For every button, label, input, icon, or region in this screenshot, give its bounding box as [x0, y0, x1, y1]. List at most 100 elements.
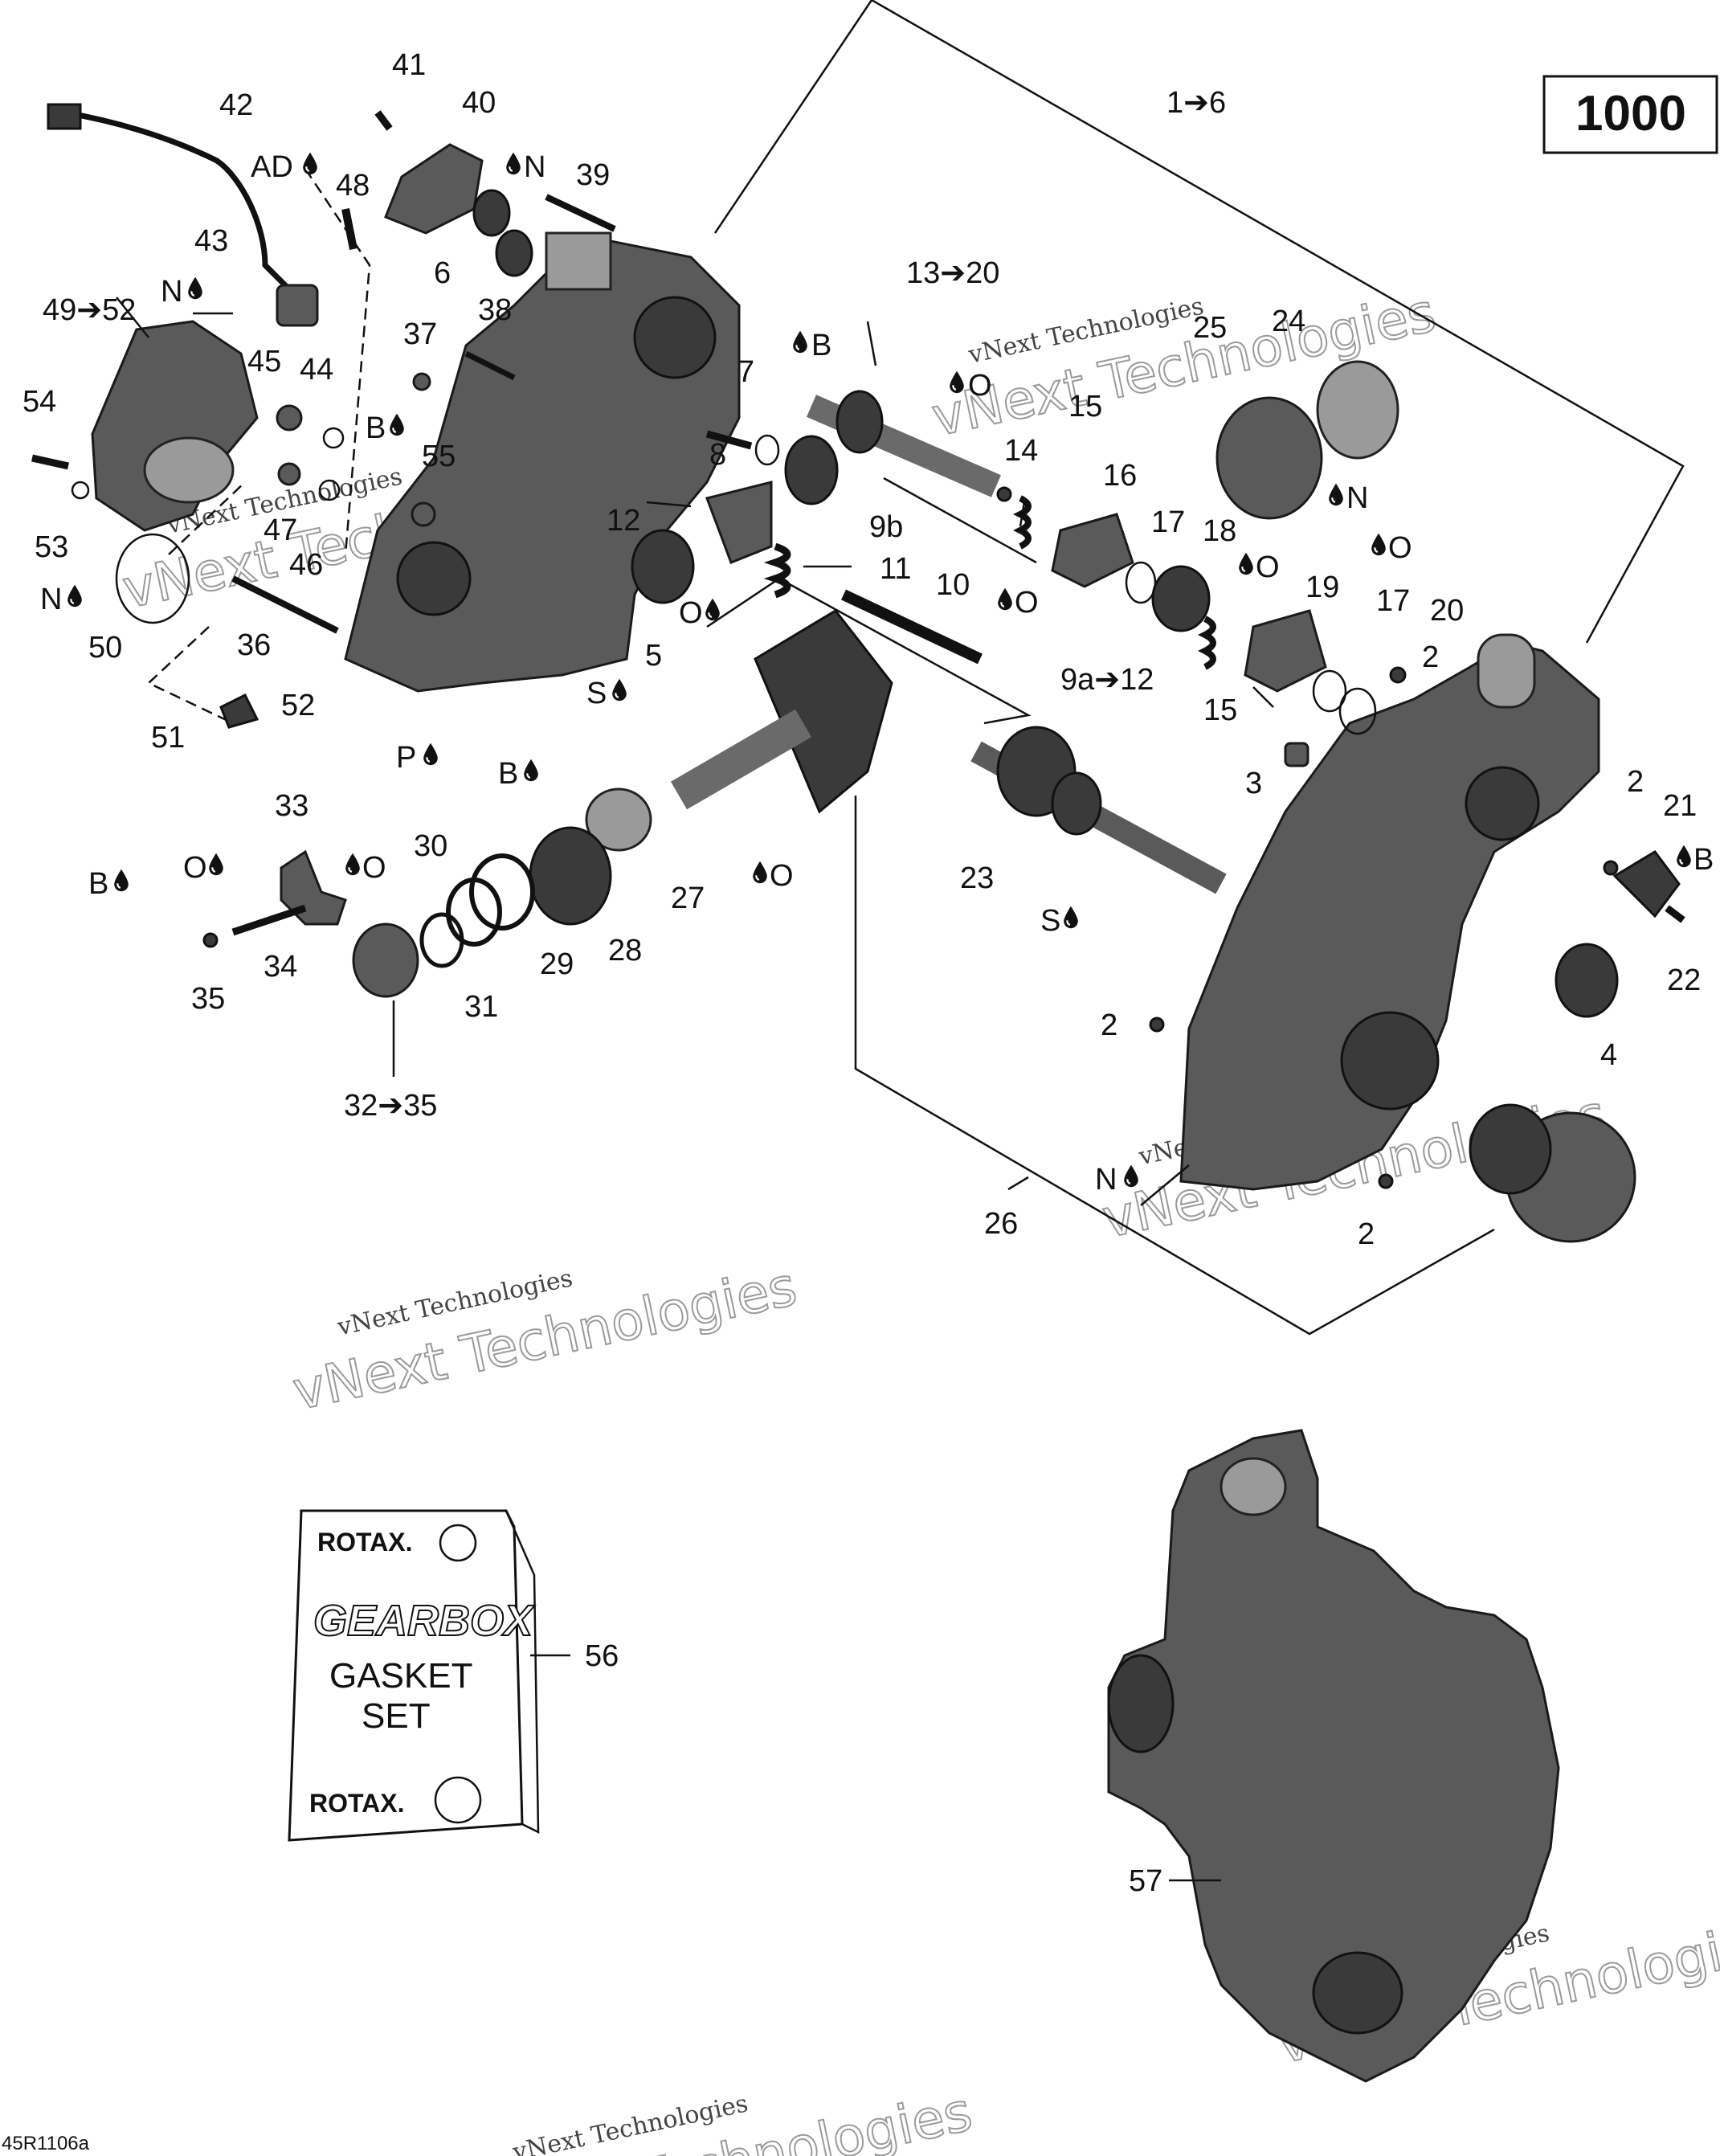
o-ring-50: [115, 533, 190, 624]
drop-icon: [792, 329, 808, 354]
callout-c53: 53: [35, 530, 68, 564]
callout-c57: 57: [1129, 1864, 1162, 1898]
callout-c19: 19: [1305, 571, 1339, 604]
callout-c30: 30: [414, 829, 447, 863]
shaft-10: [841, 589, 983, 665]
pin-14: [996, 486, 1012, 502]
drop-icon: [1063, 905, 1079, 930]
lube-lN5: N: [1095, 1163, 1117, 1197]
callout-c2b: 2: [1627, 765, 1644, 799]
callout-c43: 43: [194, 224, 228, 258]
pin-2c: [1149, 1017, 1165, 1033]
callout-c29: 29: [540, 947, 574, 981]
clutch-18: [1151, 565, 1211, 632]
callout-c15: 15: [1068, 390, 1102, 423]
lube-lB1: B: [811, 329, 831, 362]
pin-2d: [1378, 1173, 1394, 1189]
callout-c16: 16: [1103, 459, 1137, 493]
washer-29: [469, 853, 535, 931]
sensor-body: [276, 284, 319, 327]
drop-icon: [1123, 1164, 1139, 1188]
callout-c40: 40: [462, 86, 496, 120]
bracket-line-c: [854, 796, 1495, 1336]
bolt-38: [464, 350, 516, 381]
coupler-32: [352, 923, 419, 998]
callout-c32: 32➔35: [344, 1089, 437, 1123]
kit-line1: GEARBOX: [313, 1597, 535, 1645]
sensor-connector: [47, 103, 82, 130]
callout-c6: 6: [434, 256, 451, 290]
bolt-41: [374, 110, 393, 131]
ring-31: [419, 912, 464, 968]
drop-icon: [1328, 482, 1344, 507]
model-badge-box: [1542, 75, 1718, 154]
plug-47: [277, 462, 301, 486]
ring-27: [585, 788, 652, 852]
model-badge: 1000: [1575, 86, 1686, 141]
lube-lO8: O: [362, 851, 386, 885]
bolt-54: [31, 454, 69, 470]
drop-icon: [67, 583, 83, 608]
lube-lN2: N: [161, 275, 182, 309]
sleeve-19: [1244, 609, 1327, 693]
pin-35: [202, 932, 219, 948]
callout-c54: 54: [22, 385, 56, 419]
callout-c39: 39: [576, 158, 610, 192]
callout-c9b: 9b: [869, 510, 903, 544]
callout-c20: 20: [1430, 594, 1464, 628]
lube-lO5: O: [679, 596, 703, 630]
drop-icon: [208, 852, 224, 877]
callouts: 1➔6 2 2 2 2 2 3 4 5 6 7 8 9b 9a➔12 10 11…: [22, 48, 1701, 1898]
drop-icon: [611, 677, 627, 702]
callout-c50: 50: [88, 631, 122, 665]
callout-c42: 42: [219, 88, 253, 122]
washer-44: [322, 427, 345, 449]
drop-icon: [187, 276, 203, 301]
bolt-7: [705, 430, 753, 450]
fork-33: [280, 849, 347, 926]
lube-lO3: O: [1388, 531, 1412, 565]
drop-icon: [752, 860, 768, 885]
drop-icon: [705, 597, 721, 622]
washer-53: [71, 481, 90, 500]
gear-9b: [784, 435, 839, 505]
callout-c23: 23: [960, 861, 994, 895]
callout-c1: 1➔6: [1166, 86, 1226, 120]
sensor-wheel-21: [1612, 850, 1681, 918]
bolt-22: [1665, 905, 1685, 923]
seal-6a: [472, 189, 511, 237]
seal-6b: [495, 229, 533, 277]
callout-c46: 46: [289, 548, 323, 582]
plug-55: [411, 501, 436, 527]
spring-11: [763, 542, 791, 599]
complete-gearbox-57: [1107, 1429, 1560, 2083]
lube-lO2: O: [1256, 550, 1280, 584]
drop-icon: [302, 151, 318, 176]
callout-c36: 36: [237, 628, 271, 662]
kit-logo-bottom-icon: [434, 1776, 482, 1824]
callout-c44: 44: [300, 353, 333, 387]
lube-lS2: S: [1040, 904, 1060, 938]
callout-c49: 49➔52: [43, 293, 136, 327]
bracket-line-a: [713, 0, 873, 234]
callout-c12: 12: [607, 504, 640, 538]
callout-c2c: 2: [1101, 1008, 1117, 1042]
shaft-assembly-13: [784, 390, 1001, 505]
bevel-gear-output-shaft: [670, 609, 893, 814]
callout-c11: 11: [880, 552, 911, 586]
kit-brand-bottom: ROTAX.: [309, 1789, 405, 1818]
drop-icon: [113, 868, 129, 893]
spring-15b: [1198, 616, 1216, 670]
bushing-3: [1284, 742, 1309, 767]
drop-icon: [1676, 844, 1692, 869]
callout-c8: 8: [709, 438, 726, 472]
lube-lB4: B: [88, 867, 108, 901]
callout-c37: 37: [403, 317, 437, 351]
drop-icon: [949, 370, 965, 395]
callout-c3: 3: [1245, 767, 1262, 800]
sensor-wire: [63, 109, 300, 300]
callout-c22: 22: [1667, 963, 1701, 997]
kit-line3: SET: [362, 1696, 431, 1736]
callout-c35: 35: [191, 982, 225, 1016]
